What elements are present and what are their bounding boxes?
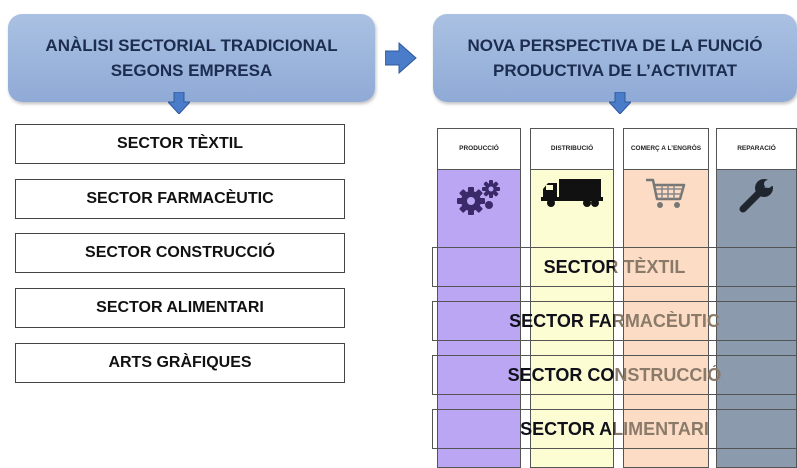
truck-icon [531, 177, 613, 209]
matrix-row-label-construccio: SECTOR CONSTRUCCIÓ [507, 364, 722, 385]
matrix-row-label-textil: SECTOR TÈXTIL [543, 256, 686, 277]
sector-box-textil: SECTOR TÈXTIL [15, 124, 345, 164]
traditional-analysis-title-line1: ANÀLISI SECTORIAL TRADICIONAL [45, 36, 338, 55]
function-header-distribucio: DISTRIBUCIÓ [531, 129, 613, 170]
function-header-comerc: COMERÇ A L’ENGRÒS [624, 129, 708, 170]
matrix-row-farmaceutic: SECTOR FARMACÈUTIC [432, 301, 797, 341]
matrix-row-alimentari: SECTOR ALIMENTARI [432, 409, 797, 449]
down-arrow-icon-right [609, 92, 631, 114]
right-arrow-icon [385, 42, 417, 74]
function-column-produccio: PRODUCCIÓ [437, 128, 521, 468]
sector-box-alimentari: SECTOR ALIMENTARI [15, 288, 345, 328]
gears-icon [438, 177, 520, 217]
sector-box-arts-grafiques: ARTS GRÀFIQUES [15, 343, 345, 383]
matrix-row-construccio: SECTOR CONSTRUCCIÓ [432, 355, 797, 395]
function-column-distribucio: DISTRIBUCIÓ [530, 128, 614, 468]
matrix-row-label-alimentari: SECTOR ALIMENTARI [520, 418, 709, 439]
new-perspective-title-line2: PRODUCTIVA DE L’ACTIVITAT [493, 61, 737, 80]
down-arrow-icon-left [168, 92, 190, 114]
traditional-analysis-title-line2: SEGONS EMPRESA [110, 61, 273, 80]
shopping-cart-icon [624, 177, 708, 211]
new-perspective-header: NOVA PERSPECTIVA DE LA FUNCIÓ PRODUCTIVA… [433, 14, 797, 102]
function-column-reparacio: REPARACIÓ [716, 128, 797, 468]
function-column-comerc: COMERÇ A L’ENGRÒS [623, 128, 709, 468]
matrix-row-label-farmaceutic: SECTOR FARMACÈUTIC [509, 310, 720, 331]
wrench-icon [717, 177, 796, 213]
new-perspective-title-line1: NOVA PERSPECTIVA DE LA FUNCIÓ [467, 36, 763, 55]
sector-box-construccio: SECTOR CONSTRUCCIÓ [15, 233, 345, 273]
function-header-produccio: PRODUCCIÓ [438, 129, 520, 170]
sector-box-farmaceutic: SECTOR FARMACÈUTIC [15, 179, 345, 219]
traditional-analysis-header: ANÀLISI SECTORIAL TRADICIONAL SEGONS EMP… [8, 14, 375, 102]
function-header-reparacio: REPARACIÓ [717, 129, 796, 170]
matrix-row-textil: SECTOR TÈXTIL [432, 247, 797, 287]
